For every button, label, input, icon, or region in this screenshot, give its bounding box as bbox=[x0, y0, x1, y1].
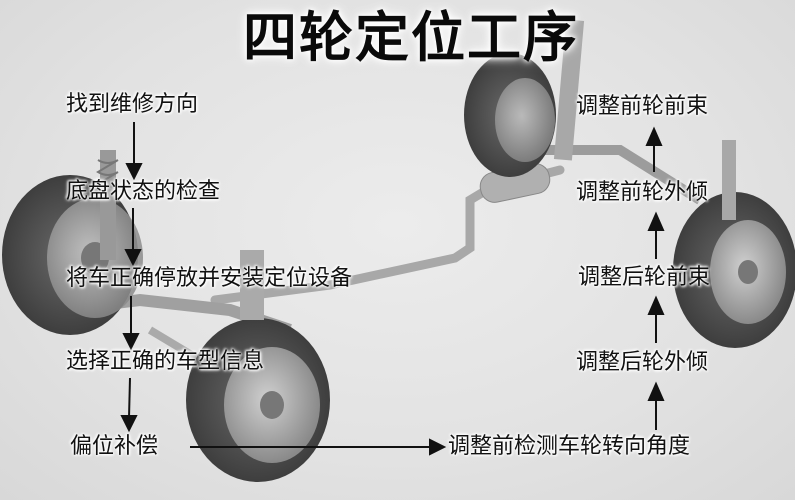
step-pre-adjust-steering-angle: 调整前检测车轮转向角度 bbox=[448, 434, 691, 459]
left-flow-arrows bbox=[120, 122, 447, 456]
rear-left-wheel bbox=[464, 53, 556, 177]
front-right-wheel bbox=[186, 318, 330, 482]
rear-left-shock bbox=[553, 19, 585, 161]
step-find-repair-direction: 找到维修方向 bbox=[66, 92, 199, 117]
front-right-strut bbox=[240, 250, 264, 320]
front-left-strut bbox=[100, 150, 116, 260]
right-flow-arrows bbox=[645, 126, 665, 430]
step-select-vehicle-model: 选择正确的车型信息 bbox=[66, 349, 265, 374]
step-adjust-front-camber: 调整前轮外倾 bbox=[576, 180, 709, 205]
step-runout-compensation: 偏位补偿 bbox=[70, 434, 159, 459]
step-chassis-inspection: 底盘状态的检查 bbox=[66, 179, 221, 204]
step-adjust-rear-toe: 调整后轮前束 bbox=[578, 265, 711, 290]
page-title: 四轮定位工序 bbox=[243, 6, 579, 69]
rear-right-wheel bbox=[673, 192, 795, 348]
rear-axle bbox=[520, 145, 703, 205]
step-adjust-front-toe: 调整前轮前束 bbox=[576, 94, 709, 119]
step-park-and-install-equipment: 将车正确停放并安装定位设备 bbox=[66, 266, 353, 291]
step-adjust-rear-camber: 调整后轮外倾 bbox=[576, 350, 709, 375]
rear-right-shock bbox=[722, 140, 736, 220]
